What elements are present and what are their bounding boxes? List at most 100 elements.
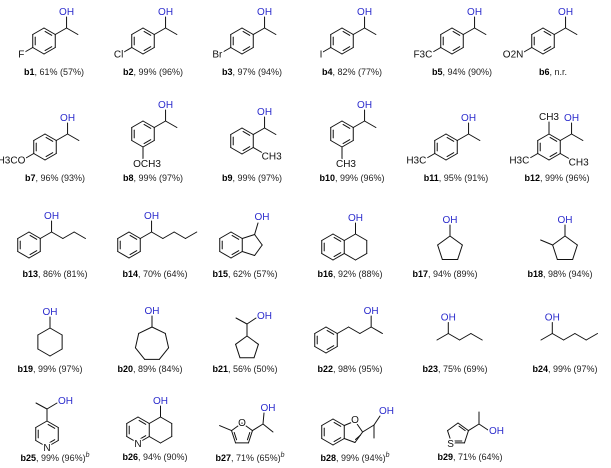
bond [447, 422, 459, 432]
atom-label: O2N [503, 50, 524, 61]
atom-label: Br [212, 50, 223, 61]
compound-caption: b29, 71% (64%) [437, 452, 503, 462]
hydroxyl-label: OH [467, 7, 482, 18]
bond [47, 439, 56, 445]
yield: n.r. [554, 67, 568, 77]
bond [128, 251, 141, 259]
bond [230, 251, 243, 259]
compound-caption: b14, 70% (64%) [122, 269, 188, 279]
bond [325, 346, 338, 354]
bond [131, 140, 144, 148]
isolated-yield: (64%) [478, 452, 503, 462]
compound-id: b5 [431, 67, 443, 77]
bond [548, 133, 561, 141]
bond [540, 239, 554, 246]
bond [571, 133, 584, 141]
bond [355, 253, 368, 261]
bond [341, 27, 354, 35]
bond [230, 231, 243, 239]
compound-id: b13 [22, 269, 38, 279]
bond [230, 47, 243, 55]
bond [142, 120, 155, 128]
isolated-yield: (94%) [258, 67, 283, 77]
compound-id: b1 [23, 67, 35, 77]
yield: 71% [236, 453, 255, 463]
bond [342, 123, 351, 129]
bond [241, 147, 254, 155]
compound-id: b6 [538, 67, 550, 77]
bond [342, 139, 351, 145]
bond [447, 430, 453, 444]
bond [565, 27, 578, 35]
bond [326, 345, 335, 351]
bond [47, 423, 56, 429]
bond [552, 235, 566, 246]
bond [153, 27, 167, 35]
bond [231, 422, 243, 432]
hydroxyl-label: OH [58, 396, 73, 407]
isolated-yield: (84%) [158, 364, 183, 374]
compound-id: b8 [122, 173, 134, 183]
bond [325, 326, 338, 334]
bond [264, 127, 277, 135]
atom-label: CH3 [262, 152, 282, 163]
compound-id: b15 [212, 269, 228, 279]
bond [440, 27, 453, 35]
bond [164, 332, 170, 349]
bond [572, 244, 578, 261]
bond [35, 440, 48, 448]
compound-caption: b20, 89% (84%) [117, 364, 183, 374]
bond [341, 47, 354, 55]
yield: 89% [137, 364, 156, 374]
compound-id: b18 [527, 269, 543, 279]
hydroxyl-label: OH [379, 406, 394, 417]
bond [540, 333, 553, 341]
bond [321, 253, 334, 261]
bond [330, 47, 343, 55]
isolated-yield: (81%) [63, 269, 88, 279]
bond [137, 436, 150, 444]
bond [173, 231, 186, 239]
compound-id: b14 [122, 269, 138, 279]
atom-label: H3C [509, 156, 529, 167]
bond [333, 236, 342, 242]
bond [543, 30, 552, 36]
bond [362, 424, 375, 433]
bond [551, 333, 565, 341]
compound-caption: b24, 99% (97%) [532, 364, 598, 374]
hydroxyl-label: OH [257, 107, 272, 118]
bond [552, 244, 558, 261]
yield: 62% [232, 269, 251, 279]
bond [459, 333, 472, 341]
bond [151, 326, 166, 334]
bond [352, 27, 366, 35]
bond [62, 231, 75, 239]
bond [55, 133, 69, 141]
atom-label: I [320, 50, 323, 61]
hydroxyl-label: OH [261, 403, 276, 414]
yield: 70% [142, 269, 161, 279]
atom-label: F3C [413, 50, 432, 61]
isolated-yield: (96%) [159, 67, 184, 77]
compound-caption: b8, 99% (97%) [122, 173, 184, 183]
bond [467, 423, 480, 432]
compound-caption: b13, 86% (81%) [22, 269, 88, 279]
isolated-yield: (64%) [163, 269, 188, 279]
bond [241, 27, 254, 35]
yield: 98% [547, 269, 566, 279]
bond [28, 231, 41, 239]
isolated-yield: (89%) [453, 269, 478, 279]
hydroxyl-label: OH [257, 311, 272, 322]
bond [314, 326, 327, 334]
atom-label: CH3 [336, 159, 356, 170]
bond [319, 47, 332, 54]
bond [333, 437, 342, 443]
yield: 71% [457, 452, 476, 462]
yield: 99% [544, 173, 563, 183]
bond [355, 434, 362, 440]
